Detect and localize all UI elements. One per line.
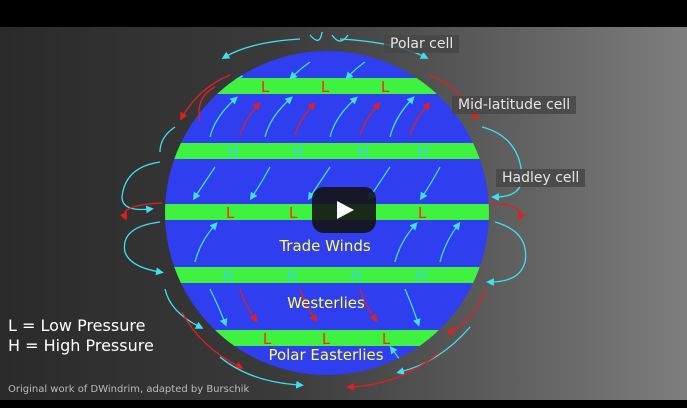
- high-marker: H: [222, 267, 233, 285]
- high-marker: H: [417, 143, 428, 161]
- surface-wind-arrows: [192, 61, 461, 368]
- hadley-cell-label: Hadley cell: [496, 169, 586, 187]
- video-top-bar: [0, 0, 687, 27]
- polar-cell-label: Polar cell: [384, 35, 460, 53]
- low-marker: L: [263, 330, 272, 348]
- high-marker: H: [292, 143, 303, 161]
- left-circulation-cells: [119, 38, 304, 389]
- high-marker: H: [350, 267, 361, 285]
- band-subtropical-north: [165, 143, 489, 159]
- play-button[interactable]: [312, 187, 376, 233]
- polar-easterlies-label: Polar Easterlies: [268, 346, 383, 364]
- pressure-markers: L L L H H H H L L L H H H H L L L: [222, 78, 428, 348]
- low-marker: L: [321, 78, 330, 96]
- band-polar-south: [165, 330, 489, 346]
- low-marker: L: [226, 204, 235, 222]
- low-marker: L: [418, 204, 427, 222]
- low-marker: L: [289, 204, 298, 222]
- trade-winds-label: Trade Winds: [278, 237, 371, 255]
- low-marker: L: [382, 330, 391, 348]
- video-frame[interactable]: L L L H H H H L L L H H H H L L L Trad: [0, 27, 687, 400]
- low-marker: L: [261, 78, 270, 96]
- band-polar-north: [165, 78, 489, 94]
- legend-high-pressure: H = High Pressure: [8, 336, 154, 355]
- westerlies-label: Westerlies: [287, 294, 365, 312]
- play-icon: [337, 201, 354, 219]
- red-wind-arrows: [239, 102, 431, 323]
- image-credit: Original work of DWindrim, adapted by Bu…: [8, 384, 250, 395]
- band-subtropical-south: [165, 267, 489, 283]
- high-marker: H: [286, 267, 297, 285]
- low-marker: L: [322, 330, 331, 348]
- wind-zone-labels: Trade Winds Westerlies Polar Easterlies: [268, 237, 383, 364]
- legend-low-pressure: L = Low Pressure: [8, 316, 146, 335]
- high-marker: H: [227, 143, 238, 161]
- high-marker: H: [357, 143, 368, 161]
- high-marker: H: [415, 267, 426, 285]
- video-bottom-bar: [0, 400, 687, 408]
- low-marker: L: [381, 78, 390, 96]
- mid-latitude-cell-label: Mid-latitude cell: [452, 96, 577, 114]
